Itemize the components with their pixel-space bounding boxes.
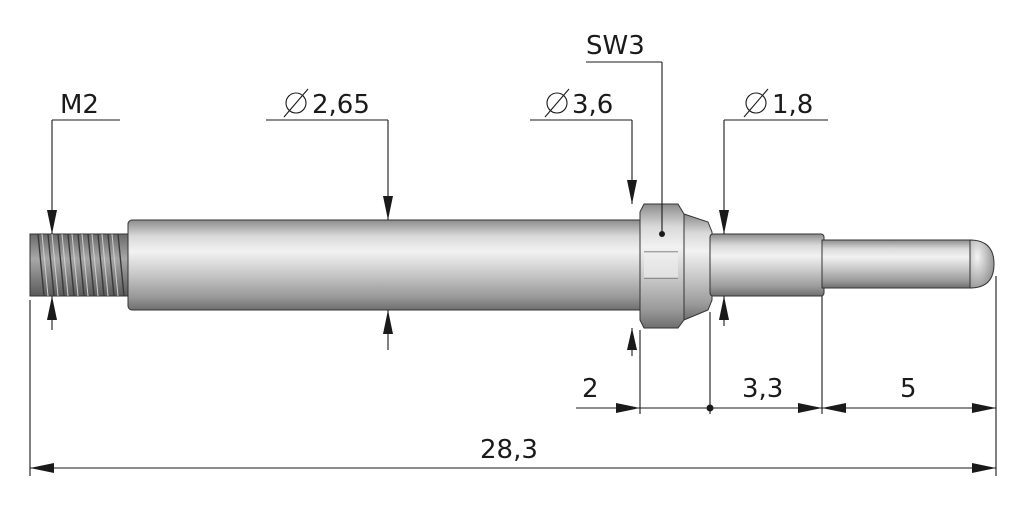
total-length-label: 28,3 xyxy=(480,435,538,465)
dim-hex-diameter: 3,6 xyxy=(530,88,637,356)
pin-part xyxy=(29,203,995,329)
hex-collar xyxy=(639,203,685,329)
collar-cone xyxy=(683,213,713,321)
tip-diameter-label: 1,8 xyxy=(772,90,813,120)
plunger-tip xyxy=(821,239,995,289)
dim-shaft-diameter: 2,65 xyxy=(266,88,393,350)
mid-length-label: 3,3 xyxy=(742,374,783,404)
dim-chain: 2 3,3 5 xyxy=(576,374,996,413)
middle-section xyxy=(709,233,825,297)
dim-total-length: 28,3 xyxy=(30,435,996,473)
tip-length-label: 5 xyxy=(900,374,917,404)
thread-label: M2 xyxy=(60,90,99,120)
wrench-label: SW3 xyxy=(586,31,645,61)
thread-section xyxy=(29,233,133,297)
main-shaft xyxy=(127,219,647,311)
hex-diameter-label: 3,6 xyxy=(572,90,613,120)
diameter-icon xyxy=(544,88,570,118)
dim-wrench-size: SW3 xyxy=(586,31,665,237)
extension-lines xyxy=(29,276,997,476)
dim-tip-diameter: 1,8 xyxy=(719,88,828,326)
diameter-icon xyxy=(283,88,309,118)
diameter-icon xyxy=(743,88,769,118)
dim-thread-m2: M2 xyxy=(47,90,120,330)
shaft-diameter-label: 2,65 xyxy=(312,90,370,120)
hex-length-label: 2 xyxy=(582,374,599,404)
